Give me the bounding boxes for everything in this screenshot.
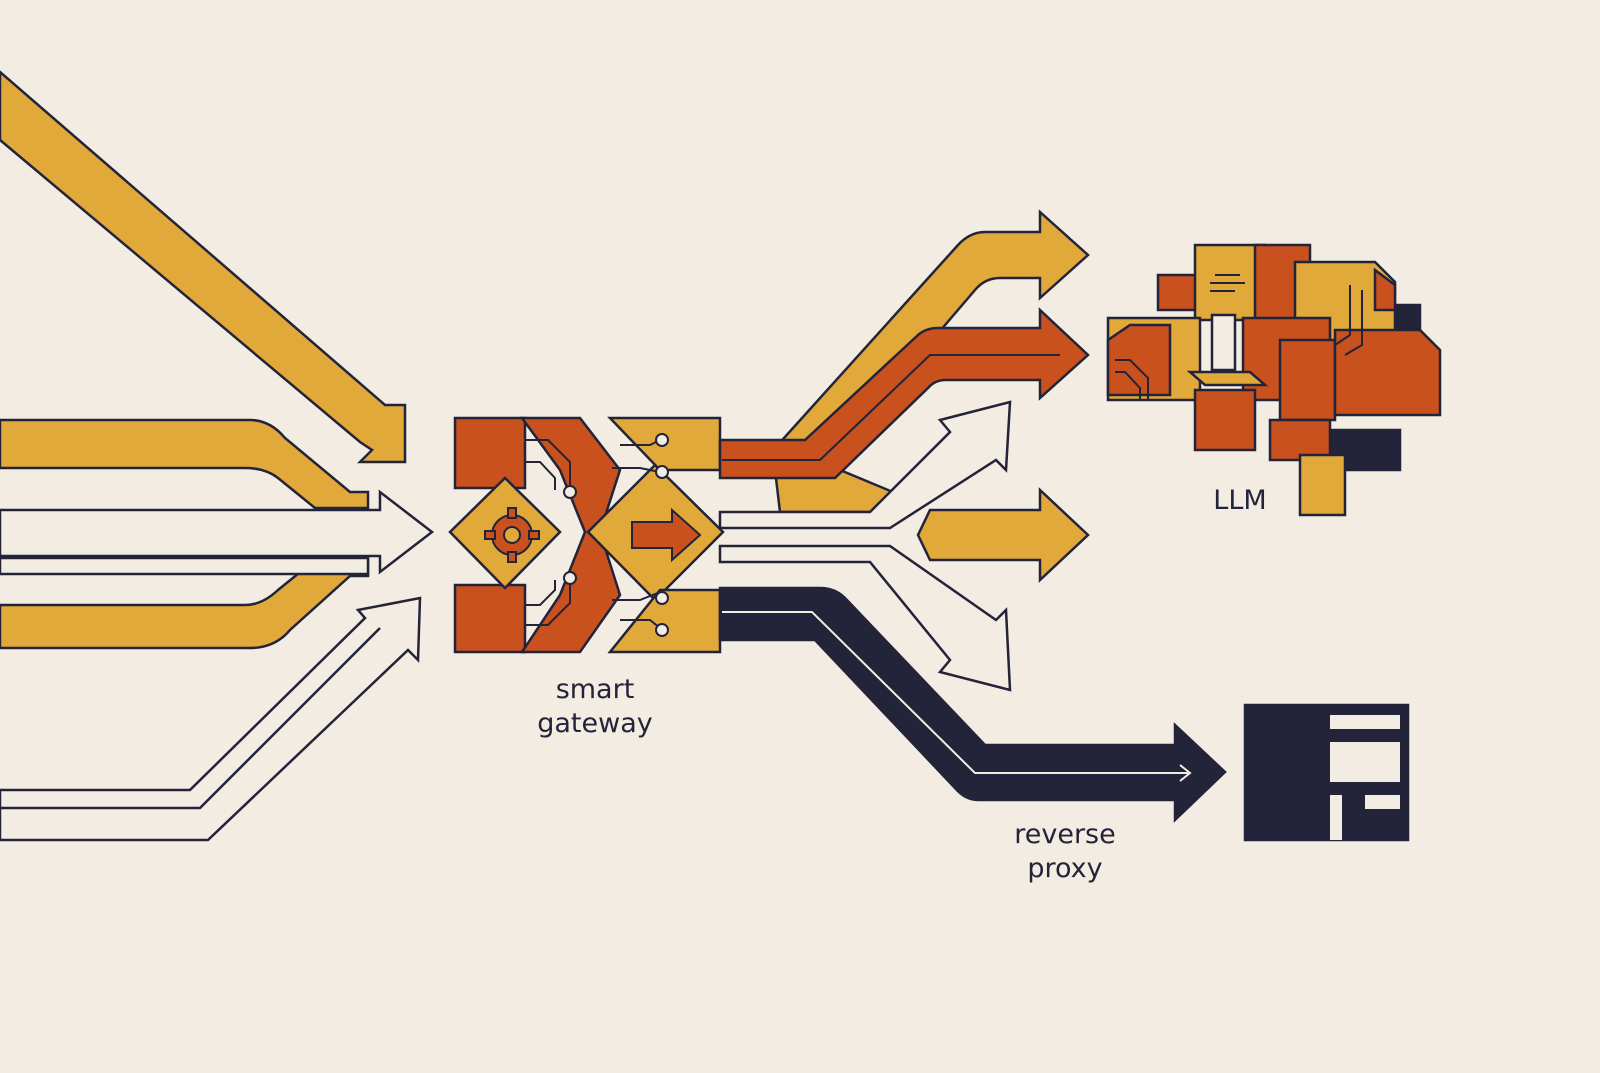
incoming-band-lower — [0, 558, 370, 650]
gateway-label: smart gateway — [490, 673, 700, 741]
incoming-hollow-arrow-1 — [0, 489, 435, 575]
llm-label: LLM — [1213, 485, 1267, 516]
incoming-hollow-arrow-2 — [0, 556, 370, 576]
proxy-label: reverse proxy — [980, 818, 1150, 886]
outgoing-arrow-llm — [718, 307, 1090, 480]
gateway-arrow-icon — [631, 507, 702, 563]
outgoing-hollow-arrow-up — [718, 400, 1012, 530]
outgoing-arrow-proxy-inner — [722, 611, 1188, 774]
outgoing-arrow-middle — [916, 487, 1090, 583]
proxy-label-line2: proxy — [1027, 853, 1103, 884]
gateway-label-line2: gateway — [537, 708, 653, 739]
incoming-arrow-diagonal — [0, 70, 407, 464]
gateway-icon — [448, 416, 725, 654]
proxy-label-line1: reverse — [1014, 819, 1116, 850]
incoming-hollow-arrow-3 — [0, 596, 422, 842]
outgoing-hollow-arrow-down — [718, 544, 1012, 692]
incoming-hollow-arrow-3-inner — [0, 627, 381, 810]
server-rack-icon — [1243, 703, 1410, 842]
brain-icon — [1106, 243, 1442, 517]
gear-icon — [484, 507, 540, 563]
gateway-label-line1: smart — [555, 674, 635, 705]
incoming-band-upper — [0, 418, 370, 510]
outgoing-arrow-llm-inner — [722, 354, 1060, 461]
